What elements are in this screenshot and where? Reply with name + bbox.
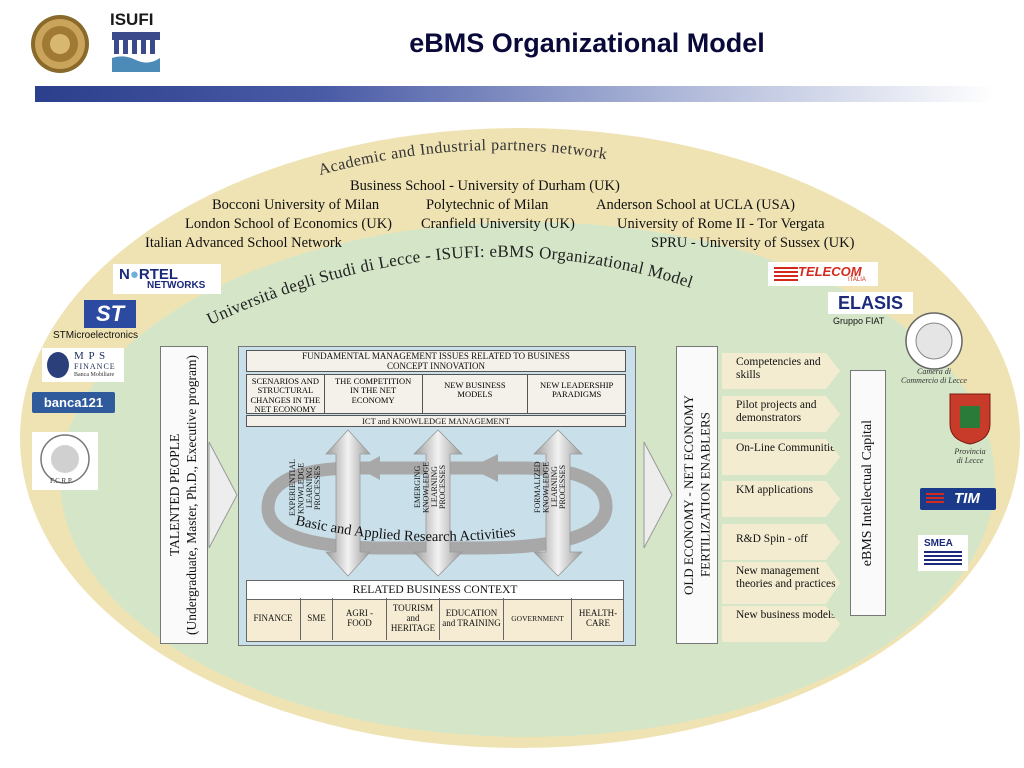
organizational-model-title: Università degli Studi di Lecce - ISUFI:… bbox=[204, 242, 696, 329]
camera-commercio-logo bbox=[903, 312, 965, 370]
research-activities-graphic: Basic and Applied Research Activities bbox=[294, 513, 517, 545]
st-logo: ST bbox=[84, 300, 136, 328]
partner-spru: SPRU - University of Sussex (UK) bbox=[651, 235, 855, 251]
output-km-applications: KM applications bbox=[722, 481, 840, 517]
output-rd-spinoff: R&D Spin - off bbox=[722, 524, 840, 560]
context-healthcare: HEALTH- CARE bbox=[578, 608, 618, 628]
nortel-logo: N●RTEL NETWORKS bbox=[113, 264, 221, 294]
partner-polimi: Polytechnic of Milan bbox=[426, 197, 549, 213]
issues-row: SCENARIOS AND STRUCTURAL CHANGES IN THE … bbox=[246, 374, 626, 414]
intellectual-capital-label: eBMS Intellectual Capital bbox=[860, 419, 875, 567]
talented-people-label: TALENTED PEOPLE bbox=[167, 433, 183, 557]
elasis-logo: ELASIS bbox=[828, 292, 913, 314]
enablers-line1: OLD ECONOMY - NET ECONOMY bbox=[680, 394, 696, 596]
research-activities-label: Basic and Applied Research Activities bbox=[294, 513, 517, 545]
issue-business-models: NEW BUSINESS MODELS bbox=[423, 375, 529, 413]
enablers-line2: FERTILIZATION ENABLERS bbox=[697, 412, 712, 578]
page-title: eBMS Organizational Model bbox=[409, 28, 765, 58]
related-business-context: RELATED BUSINESS CONTEXT bbox=[246, 580, 624, 642]
partner-tor-vergata: University of Rome II - Tor Vergata bbox=[617, 216, 825, 232]
issue-leadership: NEW LEADERSHIP PARADIGMS bbox=[539, 380, 614, 400]
context-government: GOVERNMENT bbox=[504, 598, 572, 640]
left-flow-arrow bbox=[208, 441, 238, 549]
context-agri-food: AGRI - FOOD bbox=[333, 598, 387, 640]
issue-scenarios: SCENARIOS AND STRUCTURAL CHANGES IN THE … bbox=[247, 375, 325, 414]
smea-logo: SMEA bbox=[918, 535, 968, 571]
partner-durham: Business School - University of Durham (… bbox=[350, 178, 620, 194]
partner-cranfield: Cranfield University (UK) bbox=[421, 216, 575, 232]
isufi-label: ISUFI bbox=[110, 10, 154, 29]
tim-logo: TIM bbox=[920, 488, 996, 510]
ict-km-bar: ICT and KNOWLEDGE MANAGEMENT bbox=[246, 415, 626, 427]
header-gradient-bar bbox=[35, 86, 995, 102]
partner-italian-advanced-school: Italian Advanced School Network bbox=[145, 235, 342, 251]
fcrp-logo: F.C.R.P. bbox=[32, 432, 98, 490]
telecom-italia-logo: TELECOM ITALIA bbox=[768, 262, 878, 286]
partner-ucla: Anderson School at UCLA (USA) bbox=[596, 197, 795, 213]
context-title: RELATED BUSINESS CONTEXT bbox=[247, 581, 623, 600]
mps-finance-logo: M P S FINANCE Banca Mobiliare bbox=[42, 348, 124, 382]
output-management-theories: New management theories and practices bbox=[722, 562, 840, 604]
output-online-communities: On-Line Communities bbox=[722, 439, 840, 475]
intellectual-capital-panel: eBMS Intellectual Capital bbox=[850, 370, 886, 616]
learning-cycle-graphic bbox=[261, 429, 613, 577]
context-finance: FINANCE bbox=[246, 598, 301, 640]
output-pilot-projects: Pilot projects and demonstrators bbox=[722, 396, 840, 432]
context-education: EDUCATION and TRAINING bbox=[440, 598, 504, 640]
center-flow-arrow bbox=[643, 441, 673, 549]
context-tourism: TOURISM and HERITAGE bbox=[387, 598, 440, 640]
partners-network-title: Academic and Industrial partners network bbox=[317, 137, 609, 179]
talented-people-programs: (Undergraduate, Master, Ph.D., Executive… bbox=[184, 355, 199, 635]
isufi-logo bbox=[110, 30, 162, 74]
university-seal-logo bbox=[30, 14, 90, 74]
talented-people-panel: TALENTED PEOPLE (Undergraduate, Master, … bbox=[160, 346, 208, 644]
banca121-logo: banca121 bbox=[32, 392, 115, 413]
gruppo-fiat-label: Gruppo FIAT bbox=[833, 316, 885, 326]
issue-competition: THE COMPETITION IN THE NET ECONOMY bbox=[325, 375, 423, 413]
provincia-lecce-logo bbox=[944, 390, 996, 446]
stmicroelectronics-label: STMicroelectronics bbox=[53, 330, 139, 341]
context-sme: SME bbox=[301, 598, 333, 640]
output-business-models: New business models bbox=[722, 606, 840, 642]
partner-bocconi: Bocconi University of Milan bbox=[212, 197, 380, 213]
fertilization-enablers-panel: OLD ECONOMY - NET ECONOMY FERTILIZATION … bbox=[676, 346, 718, 644]
partner-lse: London School of Economics (UK) bbox=[185, 216, 392, 232]
output-competencies: Competencies and skills bbox=[722, 353, 840, 389]
fundamental-issues-header: FUNDAMENTAL MANAGEMENT ISSUES RELATED TO… bbox=[246, 350, 626, 372]
